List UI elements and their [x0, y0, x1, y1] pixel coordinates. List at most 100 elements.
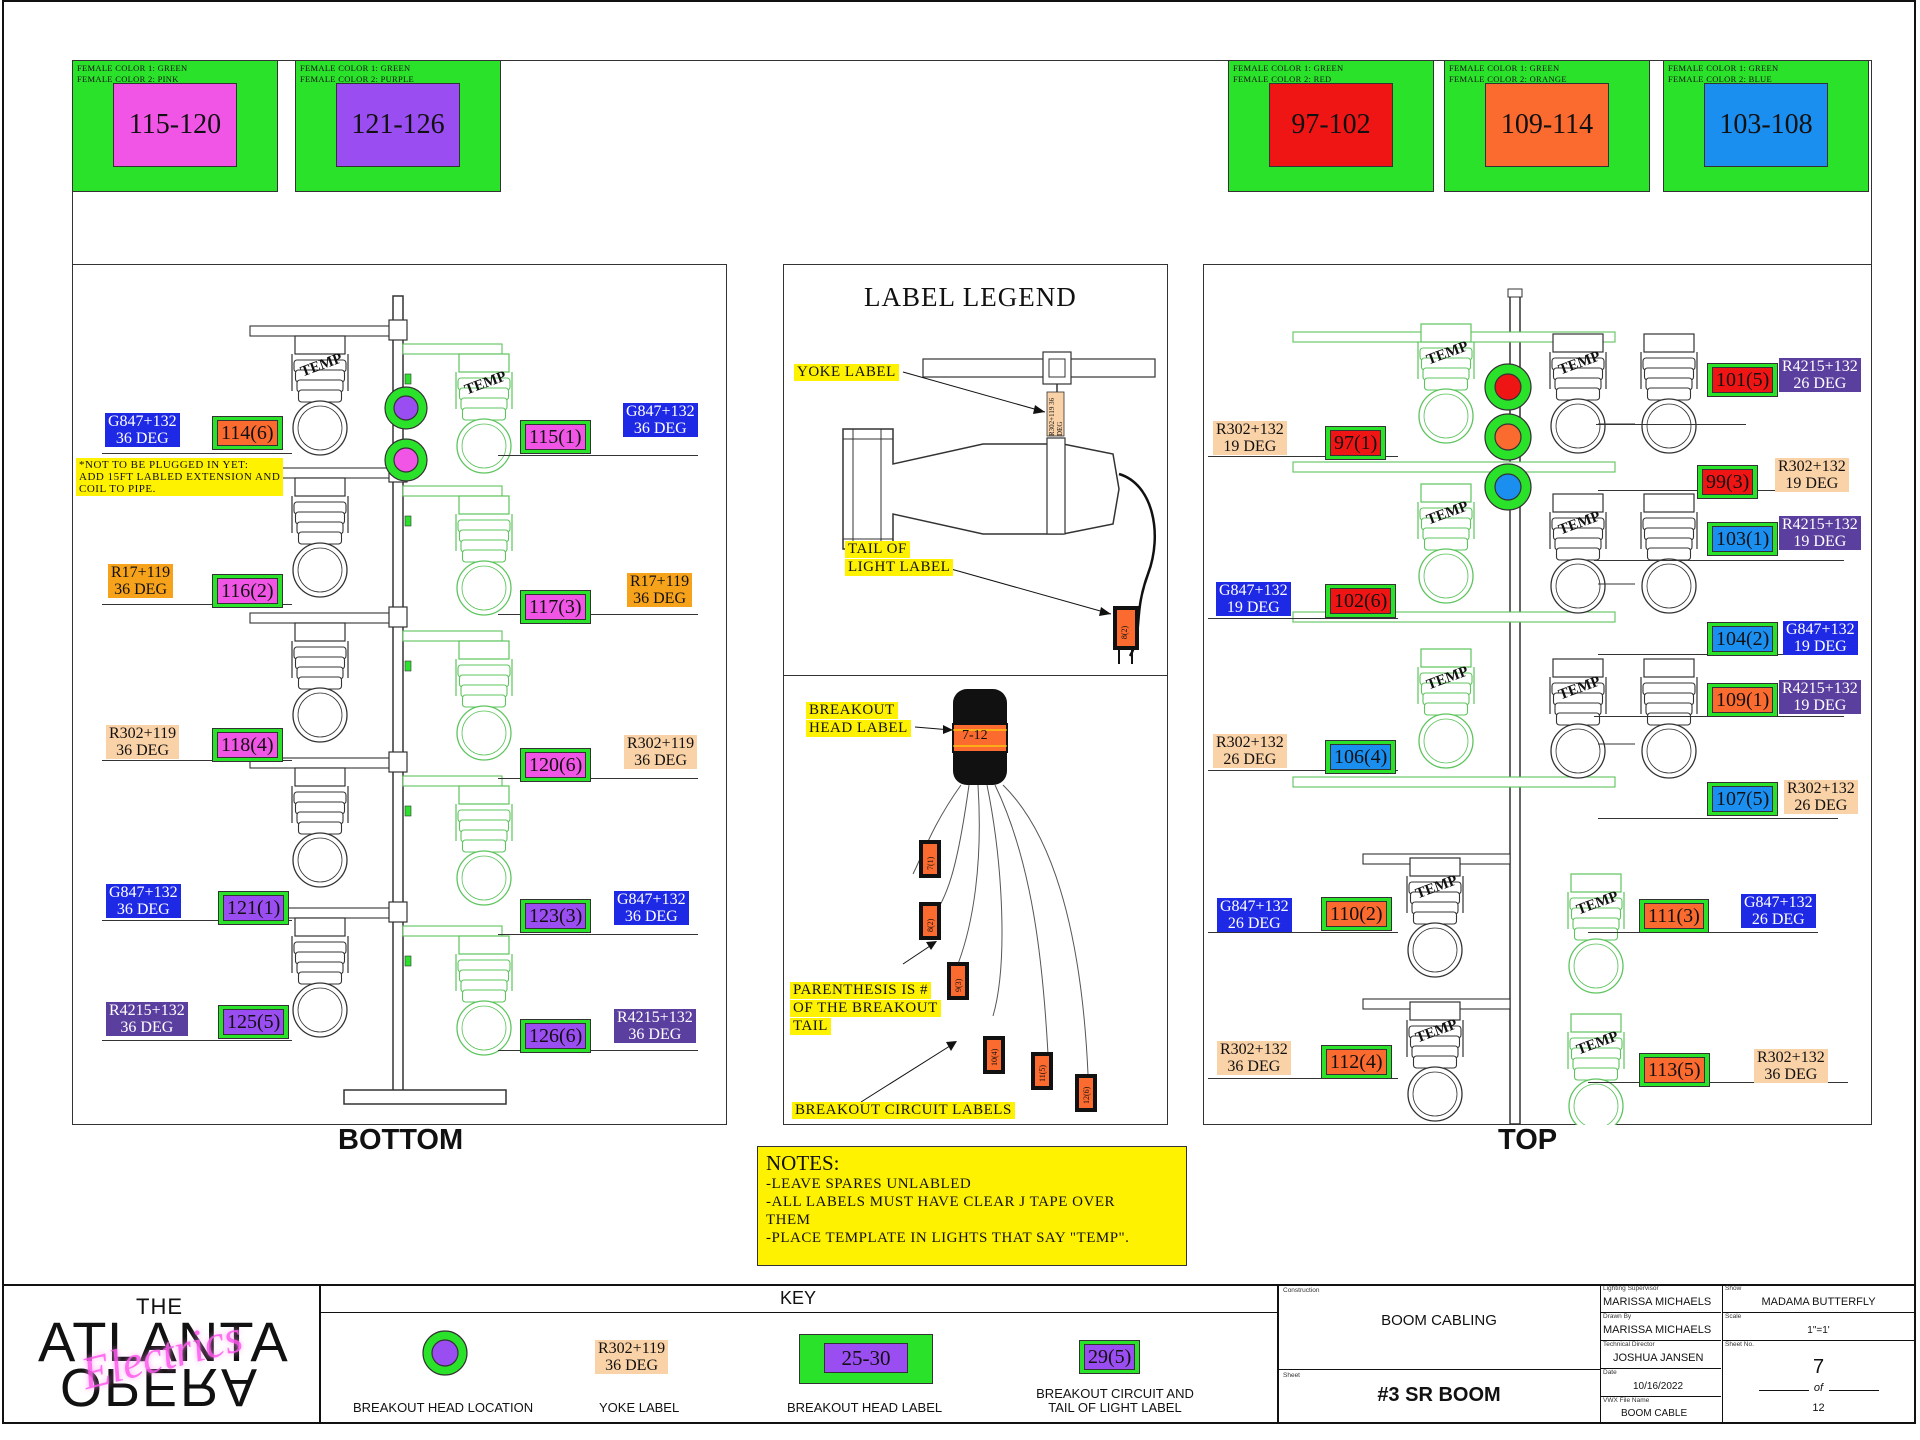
- circuit-chip: 114(6): [212, 416, 283, 450]
- label-legend-panel: [783, 264, 1168, 1125]
- breakout-tail-label: 10(4): [983, 1036, 1005, 1074]
- leader-line: [1594, 560, 1844, 561]
- leader-line: [1208, 618, 1398, 619]
- key-box: KEY BREAKOUT HEAD LOCATION R302+119 36 D…: [319, 1284, 1279, 1424]
- db-cell: Drawn By MARISSA MICHAELS: [1601, 1312, 1721, 1341]
- of-line-right: [1829, 1390, 1879, 1391]
- note-line: ADD 15FT LABLED EXTENSION AND: [79, 471, 281, 483]
- legend-breakout-head-2: HEAD LABEL: [806, 720, 911, 737]
- show-label: Show: [1725, 1285, 1742, 1292]
- leader-line: [1596, 424, 1746, 425]
- key-circuit-text-1: BREAKOUT CIRCUIT AND: [1036, 1386, 1194, 1401]
- legend-breakout-head-1: BREAKOUT: [806, 702, 898, 719]
- yoke-degree: 36 DEG: [114, 581, 167, 598]
- sheet-cell: Sheet #3 SR BOOM: [1279, 1370, 1601, 1424]
- female-color-1: FEMALE COLOR 1: GREEN: [1233, 63, 1344, 73]
- circuit-chip: 120(6): [520, 748, 592, 782]
- yoke-degree: 19 DEG: [1793, 697, 1847, 714]
- breakout-head-location-icon: [422, 1330, 468, 1376]
- top-fixture: [1640, 658, 1698, 779]
- yoke-degree: 36 DEG: [116, 901, 170, 918]
- td-cell: Technical Director JOSHUA JANSEN: [1601, 1340, 1721, 1369]
- female-color-1: FEMALE COLOR 1: GREEN: [77, 63, 188, 73]
- leader-line: [102, 604, 292, 605]
- construction-label: Construction: [1283, 1287, 1320, 1294]
- yoke-gel: R302+132: [1220, 1041, 1288, 1058]
- yoke-degree: 36 DEG: [628, 1026, 682, 1043]
- yoke-gel: G847+132: [626, 403, 695, 420]
- tail-label-text: 11(5): [1038, 1065, 1047, 1082]
- legend-tail-label-1: TAIL OF: [845, 541, 910, 558]
- yoke-gel: G847+132: [1744, 894, 1813, 911]
- circuit-number: 103(1): [1712, 526, 1774, 552]
- circuit-chip: 97(1): [1325, 426, 1387, 460]
- tail-label-text: 12(6): [1082, 1086, 1091, 1104]
- tail-label-text: 9(3): [954, 978, 963, 992]
- yoke-degree: 36 DEG: [1227, 1058, 1281, 1075]
- legend-paren-2: OF THE BREAKOUT: [790, 1000, 941, 1017]
- leader-line: [1588, 1082, 1848, 1083]
- tail-label-text: 8(2): [926, 918, 935, 932]
- female-color-1: FEMALE COLOR 1: GREEN: [1449, 63, 1560, 73]
- top-fixture: [1640, 333, 1698, 454]
- circuit-number: 120(6): [525, 752, 587, 778]
- show-column: Show MADAMA BUTTERFLY Scale 1"=1' Sheet …: [1723, 1284, 1916, 1424]
- circuit-number: 106(4): [1330, 744, 1392, 770]
- breakout-tail-label: 11(5): [1031, 1052, 1053, 1090]
- circuit-chip: 102(6): [1325, 584, 1397, 618]
- scale-label: Scale: [1725, 1313, 1742, 1320]
- top-fixture: [1640, 493, 1698, 614]
- key-circuit-text-2: TAIL OF LIGHT LABEL: [1048, 1400, 1182, 1415]
- female-color-1: FEMALE COLOR 1: GREEN: [1668, 63, 1779, 73]
- female-color-2: FEMALE COLOR 2: PINK: [77, 74, 179, 84]
- circuit-chip: 118(4): [212, 728, 283, 762]
- legend-head-range: 7-12: [962, 728, 988, 743]
- yoke-degree: 26 DEG: [1793, 375, 1847, 392]
- yoke-degree: 19 DEG: [1223, 438, 1277, 455]
- circuit-chip: 107(5): [1707, 782, 1779, 816]
- yoke-gel: R4215+132: [1782, 358, 1858, 375]
- circuit-chip: 116(2): [212, 574, 283, 608]
- tail-label-text: 10(4): [990, 1048, 999, 1066]
- leader-line: [498, 778, 698, 779]
- circuit-number: 111(3): [1644, 903, 1704, 929]
- sheetno-cell: Sheet No. 7 of 12: [1723, 1340, 1914, 1424]
- date-value: 10/16/2022: [1633, 1381, 1684, 1392]
- date-label: Date: [1603, 1369, 1617, 1376]
- notes-line: -LEAVE SPARES UNLABLED: [766, 1176, 972, 1192]
- key-breakout-location-text: BREAKOUT HEAD LOCATION: [353, 1400, 534, 1415]
- key-head-text: BREAKOUT HEAD LABEL: [787, 1400, 943, 1415]
- circuit-number: 118(4): [217, 732, 278, 758]
- yoke-gel: G847+132: [1219, 582, 1288, 599]
- circuit-chip: 99(3): [1697, 465, 1759, 499]
- legend-paren-1: PARENTHESIS IS #: [790, 982, 931, 999]
- note-line: *NOT TO BE PLUGGED IN YET:: [79, 459, 249, 471]
- bottom-plug-note: *NOT TO BE PLUGGED IN YET: ADD 15FT LABL…: [76, 458, 284, 496]
- top-fixture: TEMP: [1417, 483, 1475, 604]
- circuit-number: 113(5): [1644, 1057, 1705, 1083]
- yoke-degree: 36 DEG: [116, 742, 169, 759]
- bottom-fixture: [455, 935, 513, 1056]
- breakout-tail-label: 12(6): [1075, 1074, 1097, 1112]
- sheet-label: Sheet: [1283, 1372, 1300, 1379]
- vwx-value: BOOM CABLE: [1621, 1408, 1688, 1419]
- female-color-2: FEMALE COLOR 2: RED: [1233, 74, 1332, 84]
- circuit-number: 110(2): [1326, 901, 1387, 927]
- logo-atlanta: ATLANTA: [38, 1310, 289, 1373]
- circuit-number: 97(1): [1330, 430, 1382, 456]
- circuit-chip: 110(2): [1321, 897, 1392, 931]
- circuit-chip: 112(4): [1321, 1045, 1392, 1079]
- bottom-fixture: [291, 767, 349, 888]
